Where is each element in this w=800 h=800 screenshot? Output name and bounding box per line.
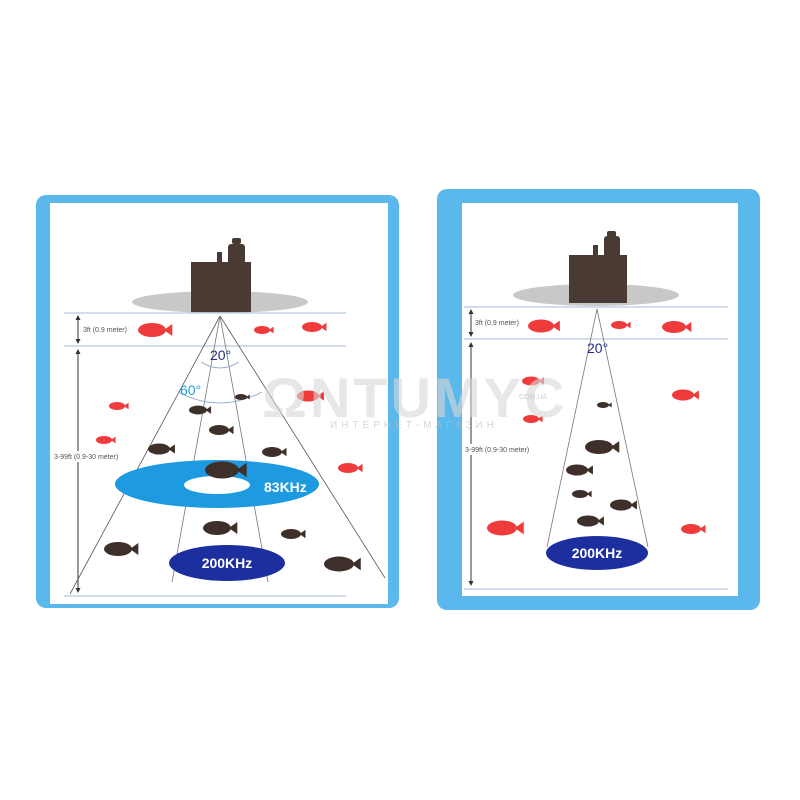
fish-icon	[662, 321, 692, 333]
left-depth-range-label-bg	[52, 451, 106, 462]
fish-icon	[205, 461, 247, 479]
right-cone-left-edge	[546, 308, 598, 548]
left-wide-cone-right-edge	[219, 315, 386, 579]
left-depth-shallow-label: 3ft (0.9 meter)	[83, 327, 127, 334]
fish-icon	[189, 405, 212, 415]
fish-icon	[597, 402, 612, 408]
watermark-logo: ΩNTUMYC ИНТЕРНЕТ-МАГАЗИН COM.UA	[262, 366, 567, 431]
right-fish-group	[487, 319, 706, 536]
left-angle-narrow-label: 20°	[210, 347, 231, 363]
left-range-arrow-head-up	[75, 349, 81, 354]
fish-icon	[324, 556, 361, 572]
right-depth-arrows	[468, 309, 474, 586]
fish-icon	[297, 390, 324, 402]
right-depth-range-label-bg	[463, 444, 539, 455]
fish-icon	[109, 402, 129, 410]
left-200khz-beam-ellipse	[169, 545, 285, 581]
left-depth-range-label: 3-99ft (0.9-30 meter)	[54, 454, 118, 461]
fish-icon	[302, 322, 327, 332]
left-panel: 3ft (0.9 meter) 3-99ft (0.9-30 meter) 20…	[36, 195, 399, 608]
fish-icon	[209, 425, 234, 435]
left-wide-angle-arc	[177, 391, 263, 404]
fish-icon	[338, 463, 363, 473]
watermark-sub-text: ИНТЕРНЕТ-МАГАЗИН	[330, 420, 498, 431]
fish-icon	[138, 323, 173, 337]
right-cone-right-edge	[596, 308, 649, 548]
left-83khz-beam-ring-hole	[184, 476, 250, 494]
left-shallow-arrow-head-up	[75, 315, 81, 320]
fish-icon	[148, 443, 175, 455]
fish-icon	[203, 521, 238, 535]
fish-icon	[487, 520, 524, 536]
left-transducer-device	[132, 238, 308, 313]
right-device-cap	[607, 231, 616, 237]
right-transducer-device	[513, 231, 679, 306]
right-200khz-beam-ellipse	[546, 536, 648, 570]
left-narrow-cone-left-edge	[171, 315, 221, 583]
watermark-main-text: ΩNTUMYC	[262, 366, 567, 429]
fish-icon	[96, 436, 116, 444]
right-range-arrow-head-down	[468, 581, 474, 586]
fish-icon	[566, 464, 593, 476]
fish-icon	[104, 542, 139, 556]
right-shallow-arrow-head-down	[468, 332, 474, 337]
watermark-domain-text: COM.UA	[519, 394, 547, 401]
right-depth-shallow-label: 3ft (0.9 meter)	[475, 320, 519, 327]
fish-icon	[281, 529, 306, 539]
left-device-post	[217, 252, 222, 262]
fish-icon	[522, 376, 545, 386]
right-angle-narrow-label: 20°	[587, 340, 608, 356]
right-depth-range-label: 3-99ft (0.9-30 meter)	[465, 447, 529, 454]
left-freq-high-label: 200KHz	[202, 555, 253, 571]
fish-icon	[235, 394, 250, 400]
right-device-body	[569, 255, 627, 303]
left-device-body	[191, 262, 251, 312]
right-shallow-arrow-head-up	[468, 309, 474, 314]
fish-icon	[262, 447, 287, 457]
left-device-knob	[228, 244, 245, 264]
fish-icon	[528, 319, 560, 333]
fish-icon	[523, 415, 543, 423]
left-wide-cone-left-edge	[69, 315, 221, 595]
right-panel: 3ft (0.9 meter) 3-99ft (0.9-30 meter) 20…	[437, 189, 760, 610]
left-freq-low-label: 83KHz	[264, 479, 307, 495]
left-device-cap	[232, 238, 241, 244]
right-device-knob	[604, 236, 620, 257]
right-device-post	[593, 245, 598, 255]
fish-icon	[577, 515, 604, 527]
right-range-arrow-head-up	[468, 342, 474, 347]
left-range-arrow-head-down	[75, 588, 81, 593]
left-fish-group	[96, 322, 363, 572]
right-freq-high-label: 200KHz	[572, 545, 623, 561]
fish-icon	[572, 490, 592, 498]
fish-icon	[585, 440, 620, 454]
left-angle-wide-label: 60°	[180, 382, 201, 398]
fish-icon	[611, 321, 631, 329]
left-narrow-cone-right-edge	[219, 315, 269, 583]
left-shallow-arrow-head-down	[75, 339, 81, 344]
fish-icon	[610, 499, 637, 511]
fish-icon	[672, 389, 699, 401]
fish-icon	[681, 524, 706, 534]
left-depth-arrows	[75, 315, 81, 593]
fish-icon	[254, 326, 274, 334]
left-narrow-angle-arc	[200, 361, 240, 369]
